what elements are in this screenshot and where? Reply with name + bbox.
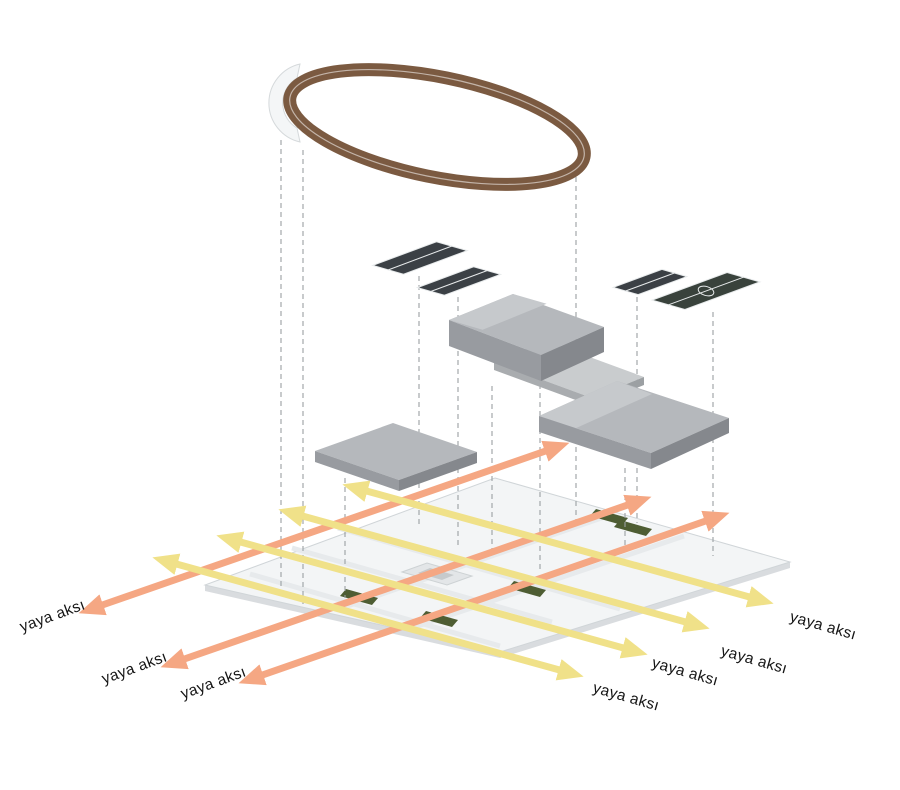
- track-lane-divider: [289, 68, 585, 186]
- tennis-court-2: [415, 266, 503, 296]
- slab-front-left-face: [494, 362, 592, 406]
- axis-label: yaya aksı: [591, 680, 661, 715]
- main-mass-roof-wedge: [449, 294, 547, 330]
- tennis-court-2-net-line: [430, 270, 488, 292]
- pedestrian-axis-arrow-yellow: [152, 553, 584, 681]
- east-mass-front-right-face: [651, 418, 729, 469]
- east-mass-roof-wedge: [539, 381, 652, 429]
- main-mass-front-right-face: [541, 327, 604, 381]
- football-pitch-center-circle: [697, 285, 715, 297]
- running-track: [268, 63, 591, 191]
- building-mass-east: [539, 381, 729, 469]
- ground-plane-top: [203, 477, 792, 653]
- axis-label: yaya aksı: [18, 596, 88, 635]
- basketball-court-midline: [625, 272, 675, 292]
- axis-label: yaya aksı: [100, 648, 170, 687]
- football-pitch: [650, 271, 762, 311]
- axis-label: yaya aksı: [179, 663, 249, 702]
- axis-label: yaya aksı: [719, 643, 789, 678]
- tennis-court-1: [371, 241, 469, 275]
- building-mass-main: [449, 294, 604, 381]
- basketball-court: [611, 268, 689, 296]
- pedestrian-axes: [78, 440, 774, 686]
- main-mass-front-left-face: [449, 320, 541, 381]
- tennis-court-1-net-line: [387, 245, 453, 271]
- football-pitch-halfway-line: [668, 276, 744, 306]
- east-mass-front-left-face: [539, 416, 651, 469]
- track-ring: [283, 63, 591, 191]
- axis-label: yaya aksı: [788, 609, 858, 644]
- axis-label: yaya aksı: [650, 655, 720, 690]
